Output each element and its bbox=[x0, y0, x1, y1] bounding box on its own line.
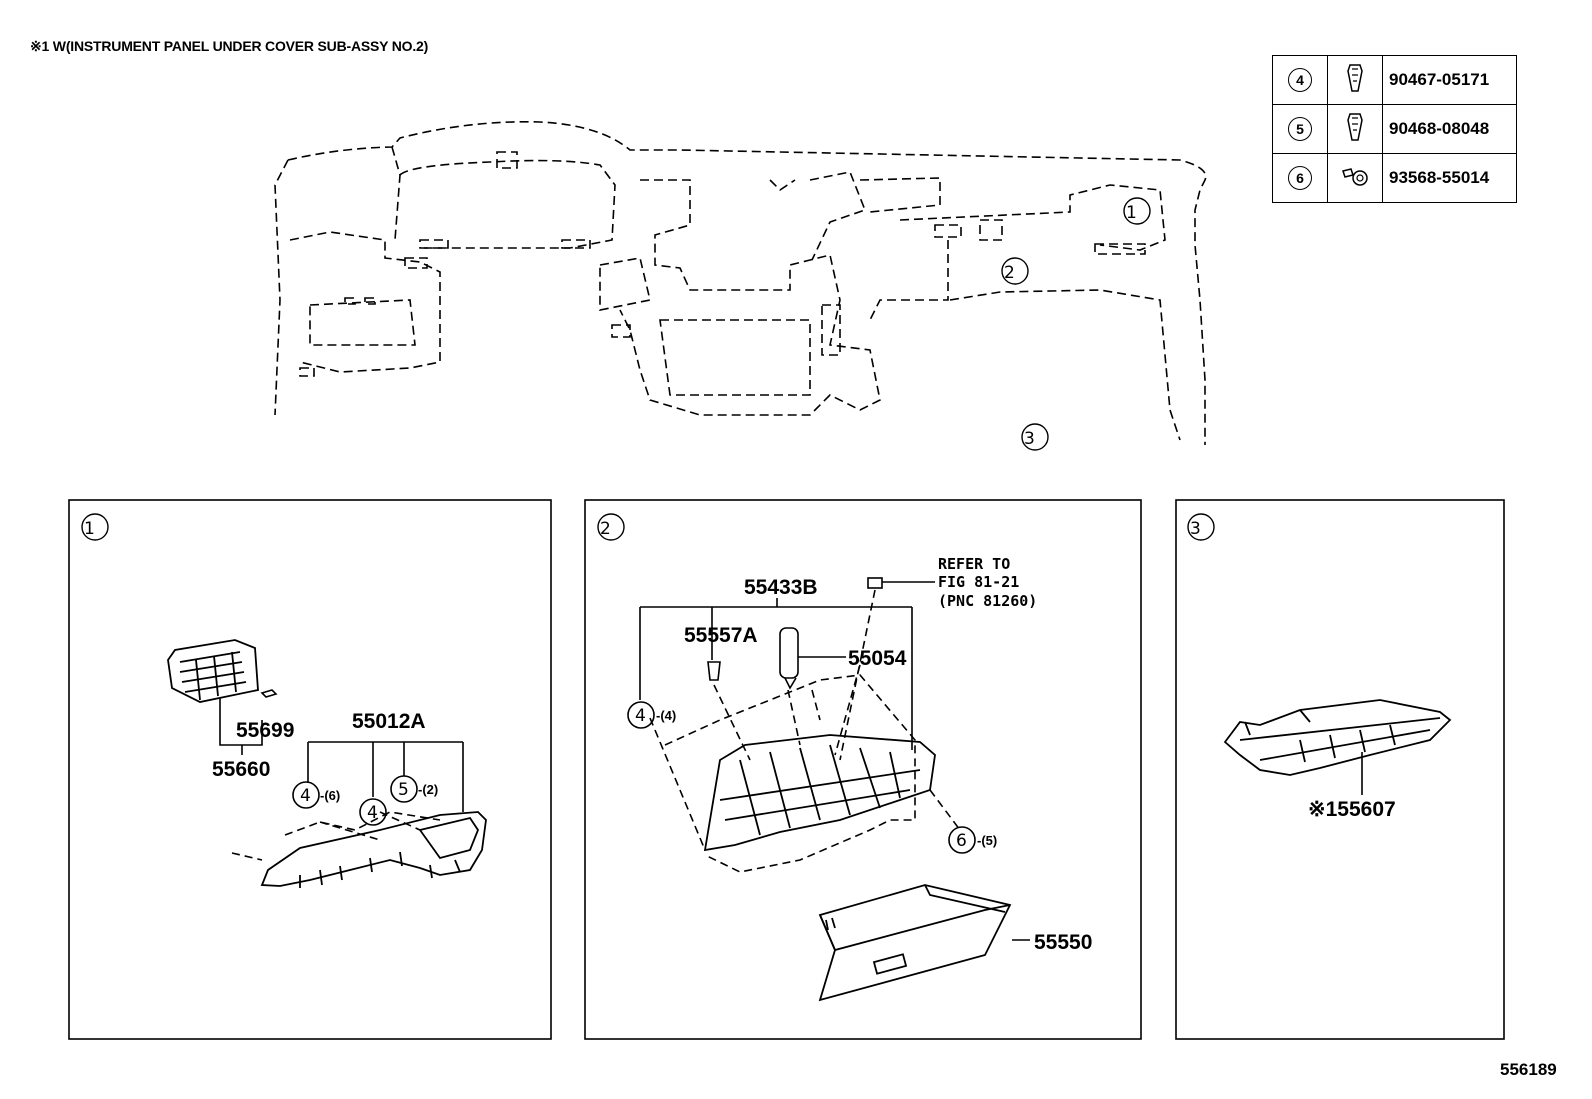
part-55054[interactable]: 55054 bbox=[848, 647, 907, 670]
callout-5[interactable]: 5 bbox=[398, 780, 409, 800]
side-register-vent bbox=[167, 639, 259, 703]
glove-compartment-55550 bbox=[818, 884, 1012, 1002]
refer-line-3: (PNC 81260) bbox=[938, 592, 1037, 610]
damper-55054 bbox=[779, 627, 799, 690]
fastener-row: 6 93568-55014 bbox=[1272, 153, 1517, 203]
part-55607[interactable]: ※155607 bbox=[1308, 798, 1396, 821]
panel-2-frame bbox=[584, 499, 1142, 1040]
panel-3-number: 3 bbox=[1190, 519, 1201, 539]
panel-1-frame bbox=[68, 499, 552, 1040]
panel-2-number: 2 bbox=[600, 519, 611, 539]
part-55660[interactable]: 55660 bbox=[212, 758, 270, 781]
clip-55557A bbox=[707, 661, 721, 681]
fastener-ref[interactable]: 5 bbox=[1288, 117, 1312, 141]
callout-4a-qty: -(6) bbox=[320, 788, 340, 803]
side-trim-55012A bbox=[260, 811, 487, 888]
part-55557A[interactable]: 55557A bbox=[684, 624, 758, 647]
under-cover-55607 bbox=[1223, 699, 1452, 776]
refer-line-2[interactable]: FIG 81-21 bbox=[938, 573, 1019, 591]
fastener-part-number[interactable]: 93568-55014 bbox=[1382, 153, 1517, 203]
overview-callout-2[interactable]: 2 bbox=[1004, 263, 1015, 283]
light-switch-81260 bbox=[867, 577, 883, 589]
part-55699[interactable]: 55699 bbox=[236, 719, 294, 742]
overview-callout-1[interactable]: 1 bbox=[1126, 203, 1137, 223]
clip-icon bbox=[1327, 55, 1383, 105]
footnote: ※1 W(INSTRUMENT PANEL UNDER COVER SUB-AS… bbox=[30, 38, 429, 54]
panel-3-frame bbox=[1175, 499, 1505, 1040]
part-55012A[interactable]: 55012A bbox=[352, 710, 426, 733]
part-55433B[interactable]: 55433B bbox=[744, 576, 818, 599]
fastener-row: 4 90467-05171 bbox=[1272, 55, 1517, 105]
callout-5-qty: -(2) bbox=[418, 782, 438, 797]
instrument-panel-overview bbox=[274, 121, 1207, 445]
glove-box-door-55433B bbox=[703, 734, 936, 852]
panel-1-number: 1 bbox=[84, 519, 95, 539]
illustration-number: 556189 bbox=[1500, 1060, 1557, 1079]
overview-callout-3[interactable]: 3 bbox=[1024, 429, 1035, 449]
callout-4[interactable]: 4 bbox=[635, 706, 646, 726]
fastener-part-number[interactable]: 90467-05171 bbox=[1382, 55, 1517, 105]
callout-4-qty: -(4) bbox=[656, 708, 676, 723]
fastener-ref[interactable]: 6 bbox=[1288, 166, 1312, 190]
fastener-ref[interactable]: 4 bbox=[1288, 68, 1312, 92]
fastener-table: 4 90467-05171 5 90468-08048 6 93568-55014 bbox=[1272, 55, 1517, 203]
callout-6[interactable]: 6 bbox=[956, 831, 967, 851]
part-55550[interactable]: 55550 bbox=[1034, 931, 1092, 954]
callout-6-qty: -(5) bbox=[977, 833, 997, 848]
refer-line-1: REFER TO bbox=[938, 555, 1010, 573]
screw-55699 bbox=[260, 689, 278, 698]
callout-4a[interactable]: 4 bbox=[300, 786, 311, 806]
callout-4b[interactable]: 4 bbox=[367, 803, 378, 823]
fastener-part-number[interactable]: 90468-08048 bbox=[1382, 104, 1517, 154]
